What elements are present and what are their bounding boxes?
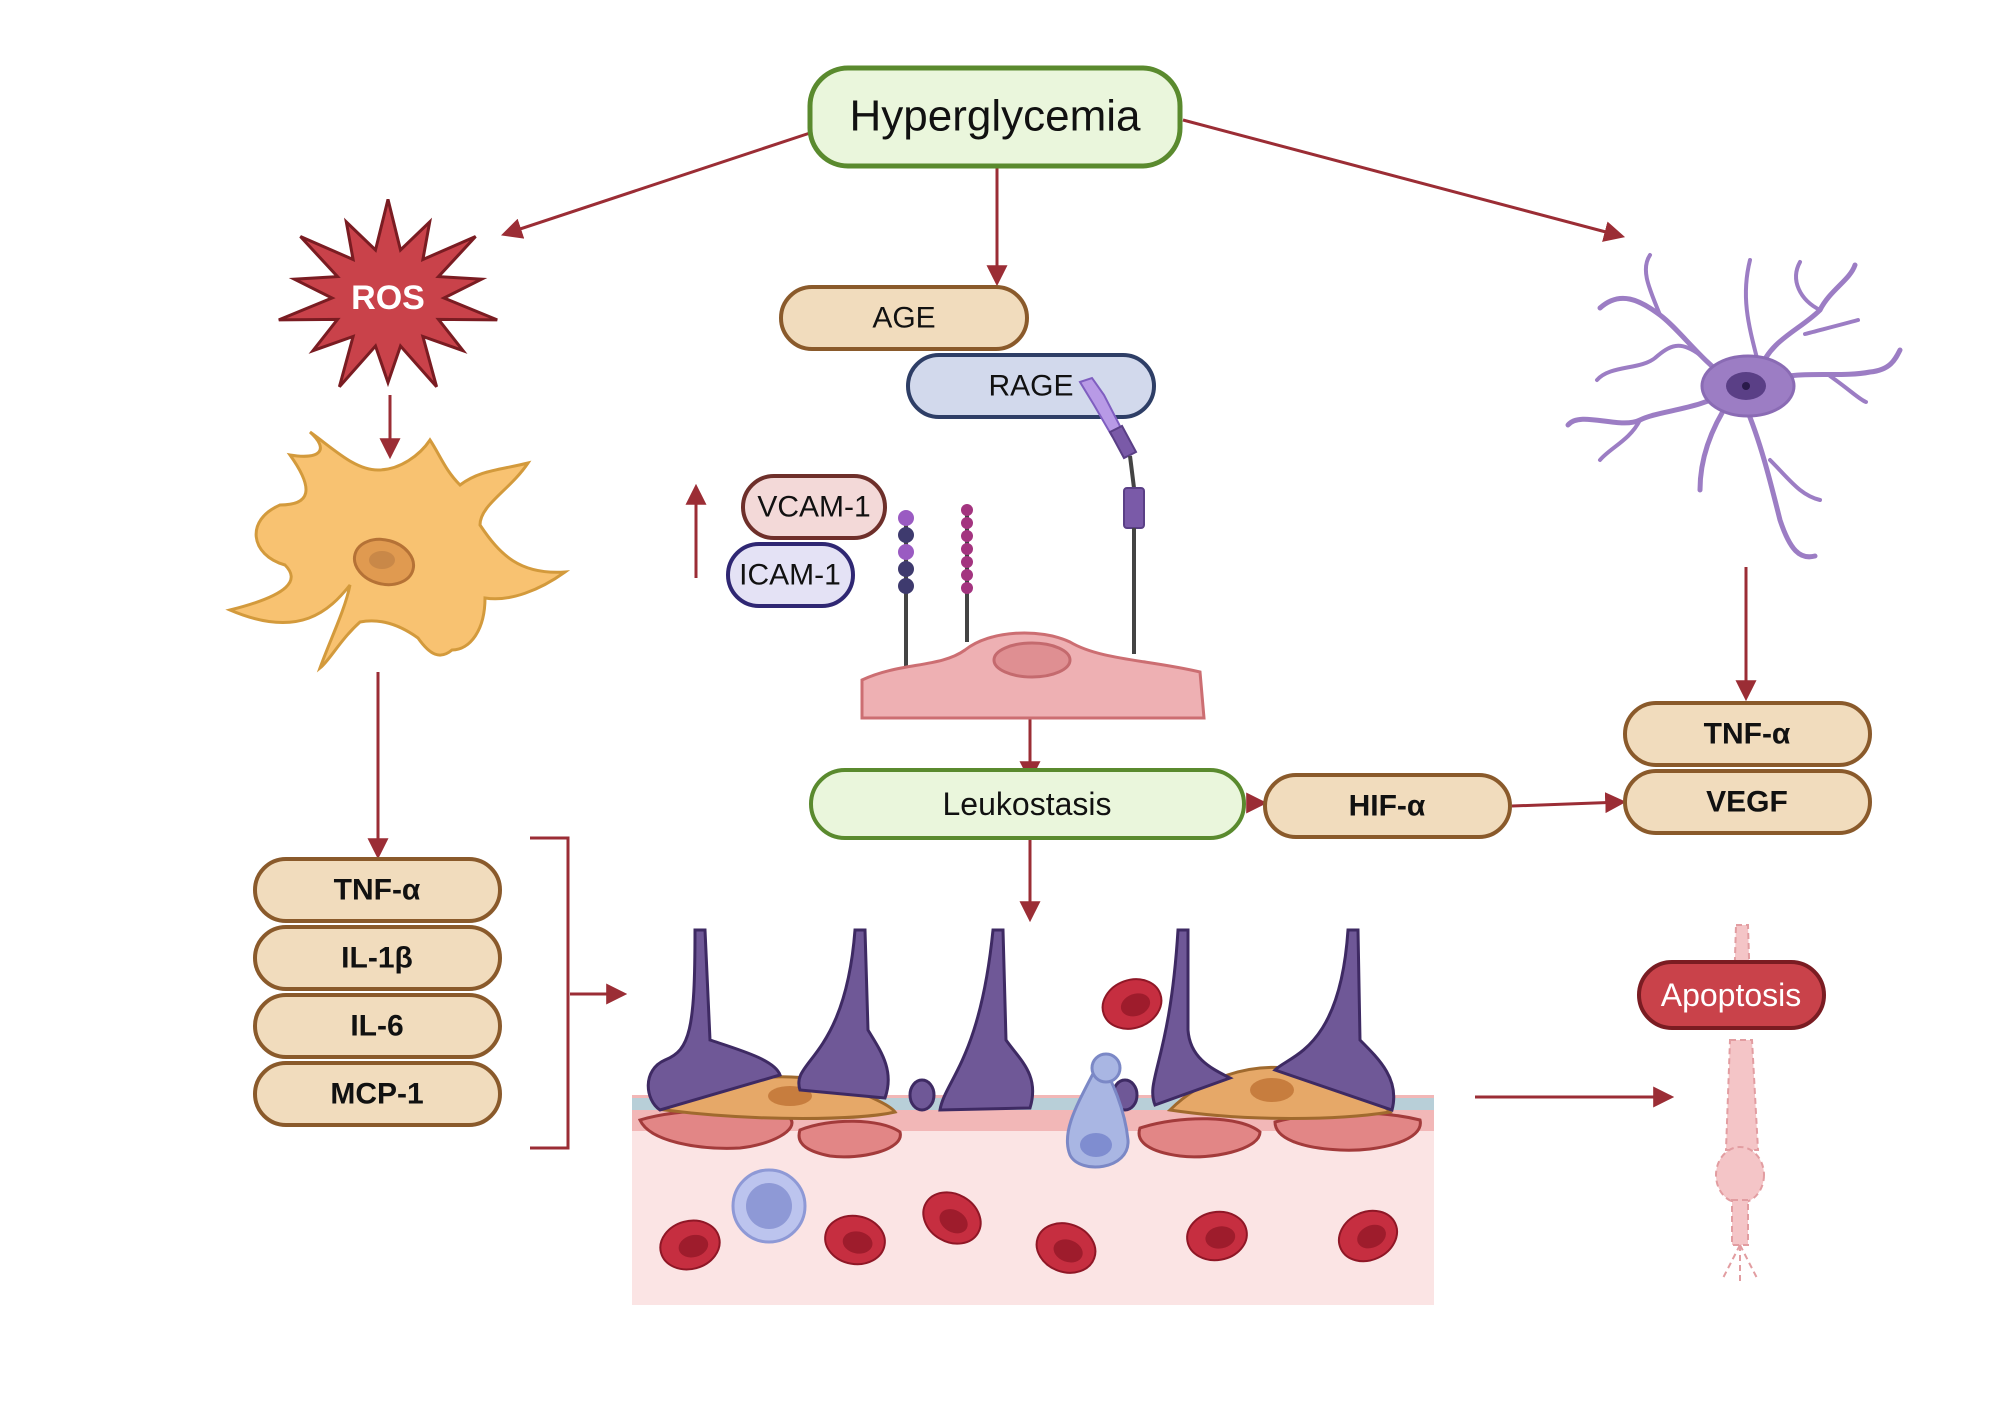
- arrow-hif-to-vegf: [1511, 792, 1627, 814]
- left-marker-il1b-label: IL-1β: [341, 942, 413, 975]
- apoptosis-node: Apoptosis: [1637, 960, 1826, 1030]
- bracket: [530, 836, 570, 1150]
- left-marker-il6: IL-6: [253, 993, 502, 1059]
- right-marker-vegf-label: VEGF: [1706, 786, 1788, 819]
- right-markers: TNF-α VEGF: [1623, 701, 1872, 835]
- red-blood-cell-icon: [1337, 1209, 1399, 1263]
- hif-node: HIF-α: [1263, 773, 1512, 839]
- red-blood-cell-icon: [1186, 1210, 1248, 1262]
- left-marker-tnf-label: TNF-α: [334, 874, 421, 907]
- left-markers: TNF-α IL-1β IL-6 MCP-1: [253, 857, 502, 1127]
- ros-label: ROS: [351, 279, 425, 317]
- hif-label: HIF-α: [1349, 790, 1426, 823]
- icam-label: ICAM-1: [739, 559, 841, 592]
- left-marker-il6-label: IL-6: [350, 1010, 403, 1043]
- rage-receptor-icon: [1078, 376, 1145, 654]
- hyperglycemia-node: Hyperglycemia: [807, 65, 1183, 169]
- leukostasis-label: Leukostasis: [943, 786, 1112, 822]
- microglia-icon: [1565, 253, 1903, 560]
- red-blood-cells: [659, 978, 1399, 1274]
- red-blood-cell-icon: [1035, 1222, 1097, 1274]
- red-blood-cell-icon: [824, 1214, 886, 1266]
- astrocyte-icon: [225, 430, 571, 673]
- left-marker-tnf: TNF-α: [253, 857, 502, 923]
- red-blood-cell-icon: [922, 1191, 982, 1245]
- arrows: [367, 118, 1757, 1150]
- vcam-node: VCAM-1: [741, 474, 887, 540]
- hyperglycemia-label: Hyperglycemia: [850, 92, 1142, 141]
- left-marker-mcp1-label: MCP-1: [330, 1078, 423, 1111]
- rage-label: RAGE: [988, 370, 1073, 403]
- endothelial-cell-icon: [860, 631, 1206, 720]
- leukostasis-node: Leukostasis: [809, 768, 1246, 840]
- red-blood-cell-icon: [1101, 978, 1163, 1030]
- right-marker-tnf: TNF-α: [1623, 701, 1872, 767]
- right-marker-vegf: VEGF: [1623, 769, 1872, 835]
- retinal-tissue-icon: [632, 928, 1434, 1305]
- red-blood-cell-icon: [659, 1219, 721, 1271]
- rage-node: RAGE: [906, 353, 1156, 419]
- left-marker-mcp1: MCP-1: [253, 1061, 502, 1127]
- ros-burst-icon: ROS: [278, 199, 498, 388]
- adhesion-molecules-icon: [898, 504, 973, 666]
- age-node: AGE: [779, 285, 1029, 351]
- icam-node: ICAM-1: [726, 542, 855, 608]
- right-marker-tnf-label: TNF-α: [1704, 718, 1791, 751]
- apoptosis-label: Apoptosis: [1661, 977, 1802, 1013]
- arrow-hyper-to-ros: [501, 130, 814, 239]
- left-marker-il1b: IL-1β: [253, 925, 502, 991]
- arrow-hyper-to-microglia: [1182, 118, 1626, 242]
- leukocyte-icon: [731, 1168, 807, 1244]
- age-label: AGE: [872, 302, 935, 335]
- vcam-label: VCAM-1: [757, 491, 870, 524]
